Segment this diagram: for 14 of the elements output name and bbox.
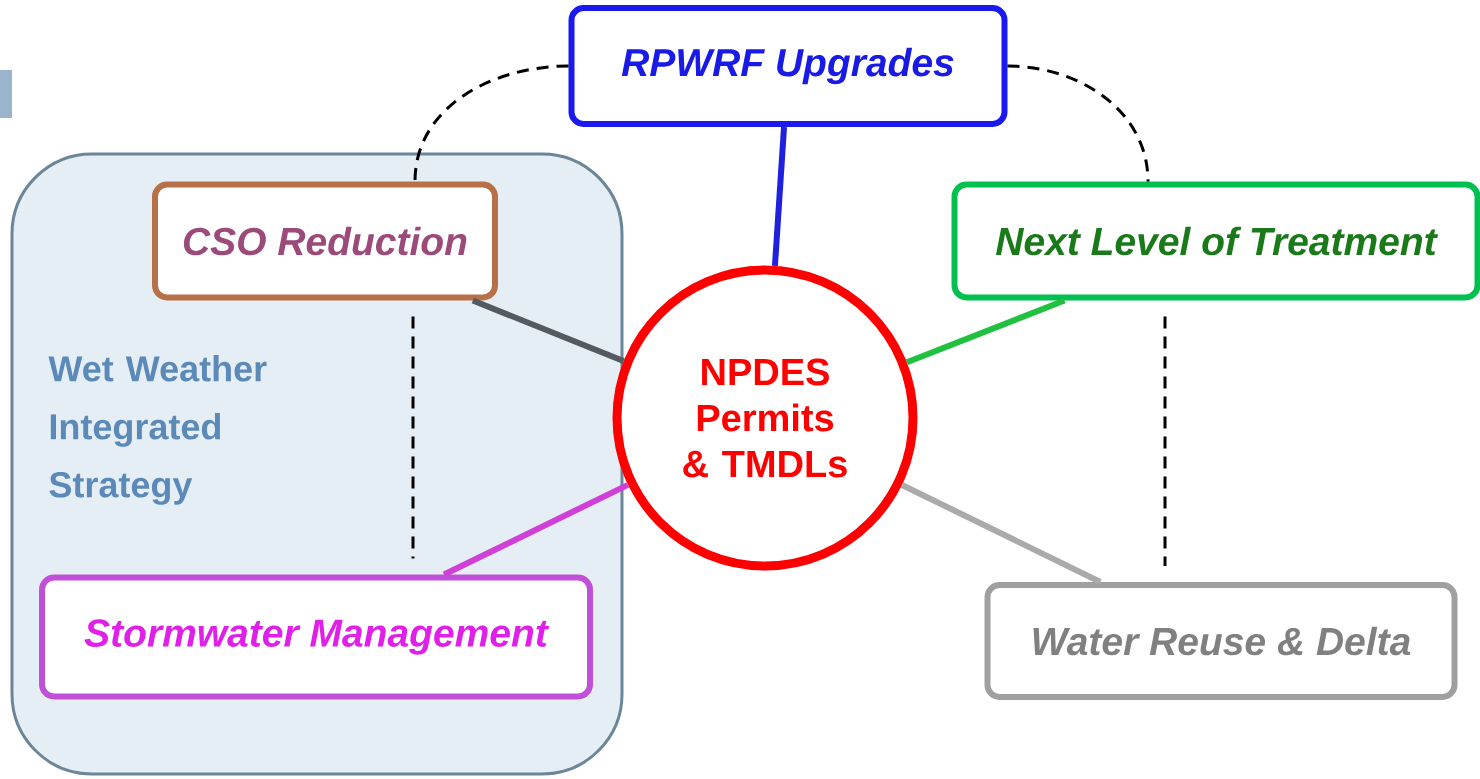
program-box: RPWRF Upgrades (568, 5, 1008, 127)
connector (411, 316, 415, 559)
connector (905, 297, 1066, 366)
connector (1163, 316, 1167, 566)
connector (442, 482, 630, 578)
program-box: CSO Reduction (152, 181, 498, 301)
program-box: Stormwater Management (39, 574, 593, 700)
program-box: Water Reuse & Delta (984, 582, 1458, 700)
program-box: Next Level of Treatment (951, 181, 1480, 301)
connector (413, 64, 569, 182)
connector (771, 126, 788, 267)
connector (1007, 64, 1150, 182)
connector (900, 482, 1102, 585)
connector (471, 297, 625, 364)
